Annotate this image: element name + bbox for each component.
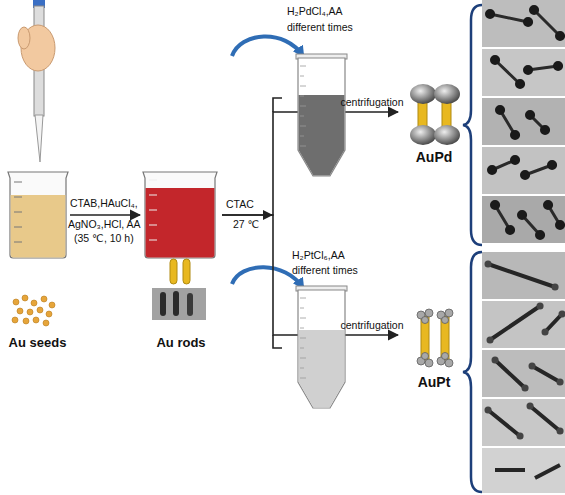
tube-liquid <box>299 95 345 175</box>
curly-brace <box>463 5 482 245</box>
seed-particle <box>43 320 49 326</box>
centrifuge-tube <box>298 290 345 408</box>
seed-particle <box>33 317 39 323</box>
tem-particle-tips <box>490 10 560 235</box>
au-rod-core <box>441 316 449 360</box>
beaker <box>8 172 68 258</box>
stage-node: Au seeds <box>5 165 70 350</box>
reagent-label: H₂PdCl₄,AA <box>287 6 343 18</box>
process-arrow <box>70 214 140 216</box>
reagent-label: CTAB,HAuCl₄, <box>70 198 138 210</box>
illustration <box>8 0 565 493</box>
tem-panel <box>482 0 565 243</box>
beaker-graduations <box>149 180 157 240</box>
tube-liquid <box>299 330 345 407</box>
stage-node: Au rods <box>140 165 222 350</box>
seed-particle <box>41 296 47 302</box>
pt-cluster <box>442 317 449 324</box>
reagent-addition-arrow <box>232 36 303 56</box>
pd-tip <box>410 125 436 145</box>
reagent-label: different times <box>287 22 353 34</box>
pt-cluster <box>445 309 453 317</box>
au-rod-core <box>421 316 429 360</box>
rod-solution <box>146 188 215 257</box>
pt-clusters <box>417 309 453 367</box>
reagent-label: CTAC <box>226 199 254 211</box>
tube-graduations <box>300 298 306 378</box>
tem-particle-rods <box>490 10 560 235</box>
pt-cluster <box>425 309 433 317</box>
au-rod-icon <box>170 259 177 284</box>
seed-particle <box>27 309 33 315</box>
pd-tip <box>410 84 436 104</box>
seed-particle <box>37 307 43 313</box>
pd-tip <box>434 125 460 145</box>
reagent-label: AgNO₃,HCl, AA <box>68 219 141 231</box>
pt-cluster <box>422 353 429 360</box>
stage-name: Au seeds <box>9 336 67 350</box>
bracket-line <box>273 98 282 348</box>
curly-brace <box>463 252 482 492</box>
pt-cluster <box>445 359 453 367</box>
seed-particle <box>46 311 52 317</box>
step-label: centrifugation <box>340 320 403 332</box>
beaker <box>143 172 217 258</box>
beaker-graduations <box>14 182 22 242</box>
tem-rod <box>160 292 166 316</box>
seed-particle <box>22 295 28 301</box>
reagent-label: H₂PtCl₆,AA <box>292 250 345 262</box>
pt-cluster <box>422 317 429 324</box>
tem-image <box>152 288 206 320</box>
stage-name: AuPd <box>416 150 453 165</box>
centrifuge-tubes <box>296 54 347 408</box>
pt-cluster <box>425 359 433 367</box>
tem-image <box>482 98 565 145</box>
stage-node: AuPt <box>398 300 470 390</box>
tem-rod <box>173 291 179 316</box>
tube-graduations <box>300 66 306 146</box>
step-label: centrifugation <box>340 97 403 109</box>
seed-solution <box>11 195 66 257</box>
tem-particle-rods <box>488 264 562 478</box>
stage-name: AuPt <box>418 375 451 390</box>
hand-thumb <box>18 27 30 49</box>
tem-rod <box>187 293 193 316</box>
au-rod-icon <box>183 259 190 284</box>
pd-tip <box>434 84 460 104</box>
seed-particle <box>23 318 29 324</box>
seed-particle <box>17 308 23 314</box>
tem-particle-tips <box>488 264 562 436</box>
seed-particle <box>49 302 55 308</box>
pt-cluster <box>442 353 449 360</box>
reagent-label: different times <box>292 265 358 277</box>
seed-particle <box>31 300 37 306</box>
seed-particle <box>13 299 19 305</box>
stage-name: Au rods <box>156 336 205 350</box>
stage-node: AuPd <box>398 80 470 165</box>
tem-panel <box>482 252 565 493</box>
centrifuge-tube <box>298 58 345 176</box>
seed-particle <box>12 317 18 323</box>
reagent-label: (35 ℃, 10 h) <box>74 233 134 245</box>
pipette-tip <box>35 115 43 162</box>
au-seed-particles <box>12 295 55 326</box>
reagent-label: 27 ℃ <box>233 219 259 231</box>
